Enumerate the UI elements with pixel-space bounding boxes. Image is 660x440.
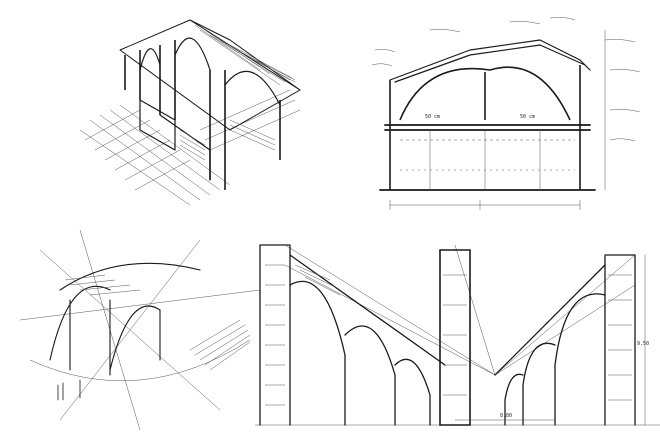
isometric-arcade-drawing bbox=[80, 19, 301, 206]
vault-construction-lines bbox=[20, 230, 260, 430]
roof-planes bbox=[119, 19, 301, 131]
section-drawing: 50 cm 50 cm bbox=[371, 17, 641, 210]
section-roof bbox=[389, 39, 591, 83]
left-arcade bbox=[259, 244, 446, 426]
annotation-scribbles bbox=[371, 17, 641, 142]
isometric-arcade-sketch bbox=[80, 10, 310, 210]
arcade-columns bbox=[124, 40, 281, 190]
column-shadow bbox=[179, 119, 276, 161]
section-dimension-label: 50 cm bbox=[425, 114, 440, 120]
section-slabs bbox=[379, 124, 596, 191]
left-arcade-hatch bbox=[265, 264, 341, 406]
vault-figures bbox=[57, 379, 81, 401]
annotated-section-sketch: 50 cm 50 cm bbox=[370, 10, 660, 220]
perspective-dimension-lines bbox=[455, 255, 646, 425]
vault-drawing bbox=[20, 230, 260, 430]
right-arcade-hatch bbox=[608, 274, 632, 401]
center-tower bbox=[439, 249, 471, 426]
section-walls bbox=[389, 65, 581, 190]
section-dashes bbox=[400, 130, 575, 190]
vault-shading bbox=[64, 274, 251, 371]
roof-shading bbox=[194, 24, 296, 86]
vaulted-interior-sketch bbox=[20, 230, 260, 430]
perspective-drawing: 8.80 9.50 bbox=[255, 244, 660, 426]
vault-arches bbox=[49, 262, 201, 376]
section-dimension-lines bbox=[389, 30, 606, 210]
section-dimension-label: 50 cm bbox=[520, 114, 535, 120]
center-tower-hatch bbox=[443, 274, 467, 396]
perspective-height-label: 9.50 bbox=[637, 341, 649, 347]
perspective-width-label: 8.80 bbox=[500, 413, 512, 419]
paving-hatch bbox=[80, 89, 301, 206]
perspective-arcade-sketch: 8.80 9.50 bbox=[255, 225, 660, 440]
right-arcade bbox=[494, 254, 636, 426]
arcade-arches bbox=[139, 37, 281, 181]
